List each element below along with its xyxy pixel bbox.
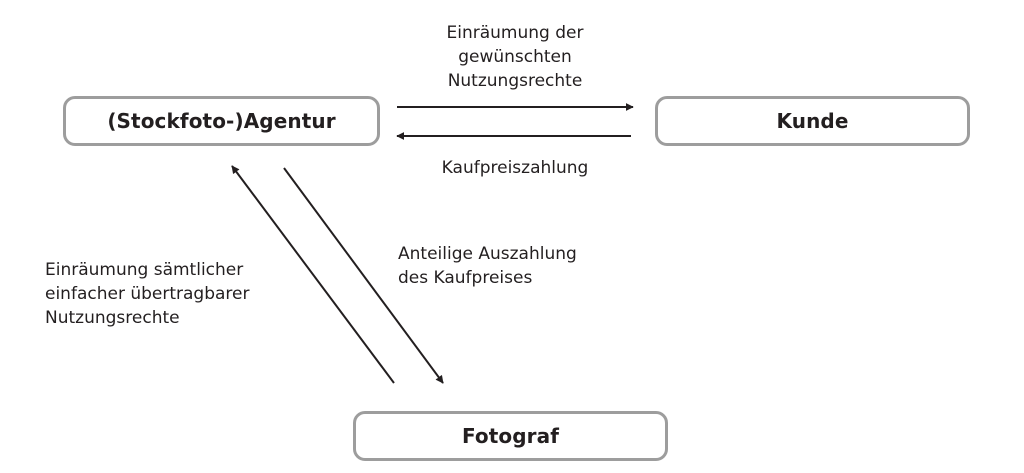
agency-label: (Stockfoto-)Agentur — [107, 109, 336, 133]
rights-to-agency-line-1: Einräumung sämtlicher — [45, 260, 244, 280]
customer-box: Kunde — [655, 96, 970, 146]
agency-box: (Stockfoto-)Agentur — [63, 96, 380, 146]
rights-to-customer-line-2: gewünschten — [458, 47, 572, 67]
rights-to-customer-line-1: Einräumung der — [446, 23, 584, 43]
photographer-box: Fotograf — [353, 411, 668, 461]
rights-to-agency-line-2: einfacher übertragbarer — [45, 284, 250, 304]
rights-to-agency-label: Einräumung sämtlicher einfacher übertrag… — [45, 258, 249, 330]
rights-to-customer-label: Einräumung der gewünschten Nutzungsrecht… — [410, 21, 620, 93]
purchase-payment-text: Kaufpreiszahlung — [441, 158, 589, 178]
rights-to-agency-line-3: Nutzungsrechte — [45, 308, 180, 328]
arrow-photographer-to-agency — [231, 165, 395, 384]
proportional-payout-line-2: des Kaufpreises — [398, 268, 533, 288]
arrow-agency-to-photographer — [283, 167, 444, 384]
photographer-label: Fotograf — [461, 424, 560, 448]
customer-label: Kunde — [776, 109, 849, 133]
purchase-payment-label: Kaufpreiszahlung — [410, 156, 620, 180]
proportional-payout-label: Anteilige Auszahlung des Kaufpreises — [398, 242, 577, 290]
proportional-payout-line-1: Anteilige Auszahlung — [398, 244, 577, 264]
rights-to-customer-line-3: Nutzungsrechte — [447, 71, 583, 91]
